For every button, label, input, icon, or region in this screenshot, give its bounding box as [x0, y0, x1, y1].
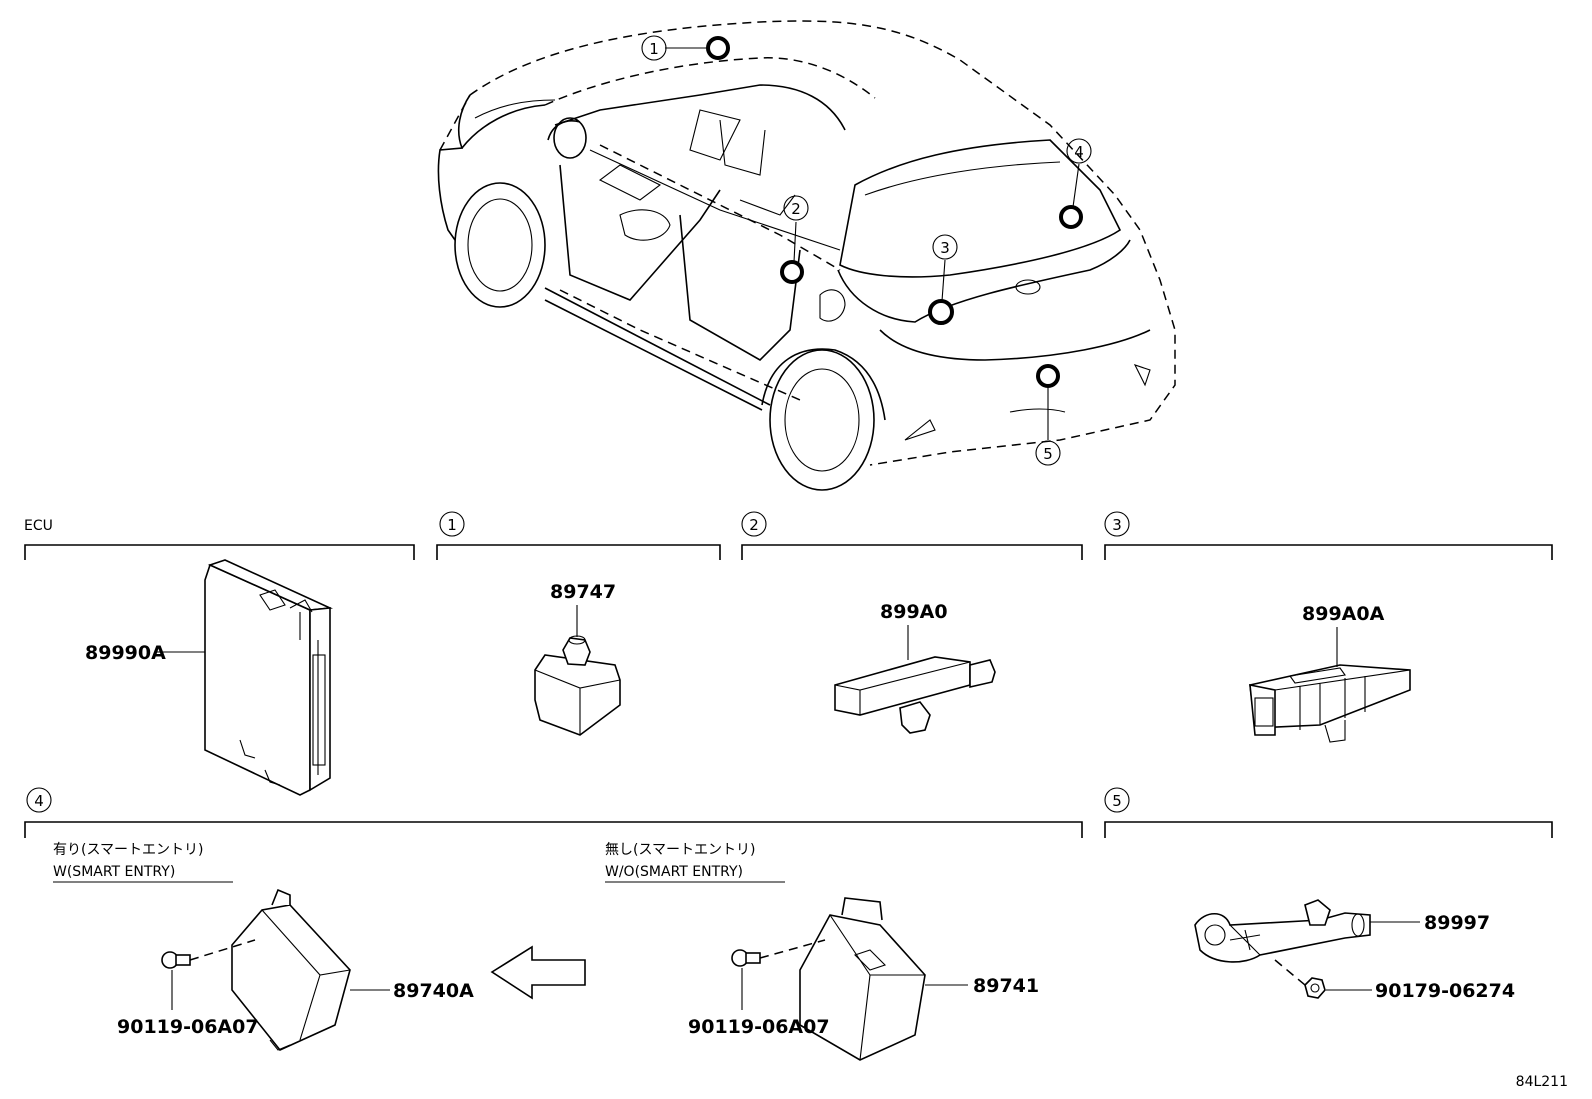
callout-5: 5 [1035, 440, 1061, 466]
section-ecu: ECU [24, 518, 415, 560]
with-smart-entry-en: W(SMART ENTRY) [53, 864, 175, 880]
sensor-location-5 [1036, 364, 1060, 388]
svg-text:1: 1 [447, 516, 457, 534]
without-smart-entry-jp: 無し(スマートエントリ) [605, 842, 756, 858]
part-number-899A0A: 899A0A [1302, 603, 1385, 625]
callout-1: 1 [641, 35, 667, 61]
with-smart-entry-jp: 有り(スマートエントリ) [53, 842, 204, 858]
part-number-89997: 89997 [1424, 912, 1490, 934]
antenna-899A0 [834, 656, 996, 734]
part-number-90179-06274: 90179-06274 [1375, 980, 1515, 1002]
arrow-left-icon [490, 945, 586, 1000]
svg-text:2: 2 [791, 200, 801, 218]
sensor-location-1 [706, 36, 730, 60]
part-number-89741: 89741 [973, 975, 1039, 997]
callout-2: 2 [783, 195, 809, 221]
bolt-90119-06A07-b [731, 939, 826, 967]
section-2: 2 [741, 511, 1083, 560]
module-89740A [231, 888, 351, 1051]
svg-text:4: 4 [1074, 143, 1084, 161]
callout-3: 3 [932, 234, 958, 260]
part-number-90119-06A07-b: 90119-06A07 [688, 1016, 830, 1038]
svg-text:5: 5 [1112, 792, 1122, 810]
section-1: 1 [436, 511, 721, 560]
car-illustration: 1 2 3 4 5 [437, 20, 1176, 491]
sensor-location-3 [928, 299, 954, 325]
ecu-label: ECU [24, 518, 53, 534]
antenna-899A0A [1249, 664, 1411, 743]
part-number-89747: 89747 [550, 581, 616, 603]
section-4: 4 [24, 787, 1083, 838]
svg-text:1: 1 [649, 40, 659, 58]
sensor-location-4 [1059, 205, 1083, 229]
svg-text:4: 4 [34, 792, 44, 810]
diagram-code: 84L211 [1516, 1074, 1568, 1090]
svg-text:3: 3 [1112, 516, 1122, 534]
sensor-89747 [534, 635, 621, 736]
nut-90179-06274 [1274, 959, 1326, 999]
part-number-90119-06A07-a: 90119-06A07 [117, 1016, 259, 1038]
bolt-90119-06A07-a [161, 939, 256, 969]
module-89741 [799, 897, 926, 1061]
ecu-module [204, 559, 334, 796]
callout-4: 4 [1066, 138, 1092, 164]
part-number-89740A: 89740A [393, 980, 474, 1002]
sensor-89997 [1194, 899, 1371, 963]
svg-text:3: 3 [940, 239, 950, 257]
part-number-89990A: 89990A [85, 642, 166, 664]
section-3: 3 [1104, 511, 1553, 560]
svg-text:2: 2 [749, 516, 759, 534]
without-smart-entry-en: W/O(SMART ENTRY) [605, 864, 743, 880]
part-number-899A0: 899A0 [880, 601, 948, 623]
section-5: 5 [1104, 787, 1553, 838]
sensor-location-2 [780, 260, 804, 284]
svg-text:5: 5 [1043, 445, 1053, 463]
